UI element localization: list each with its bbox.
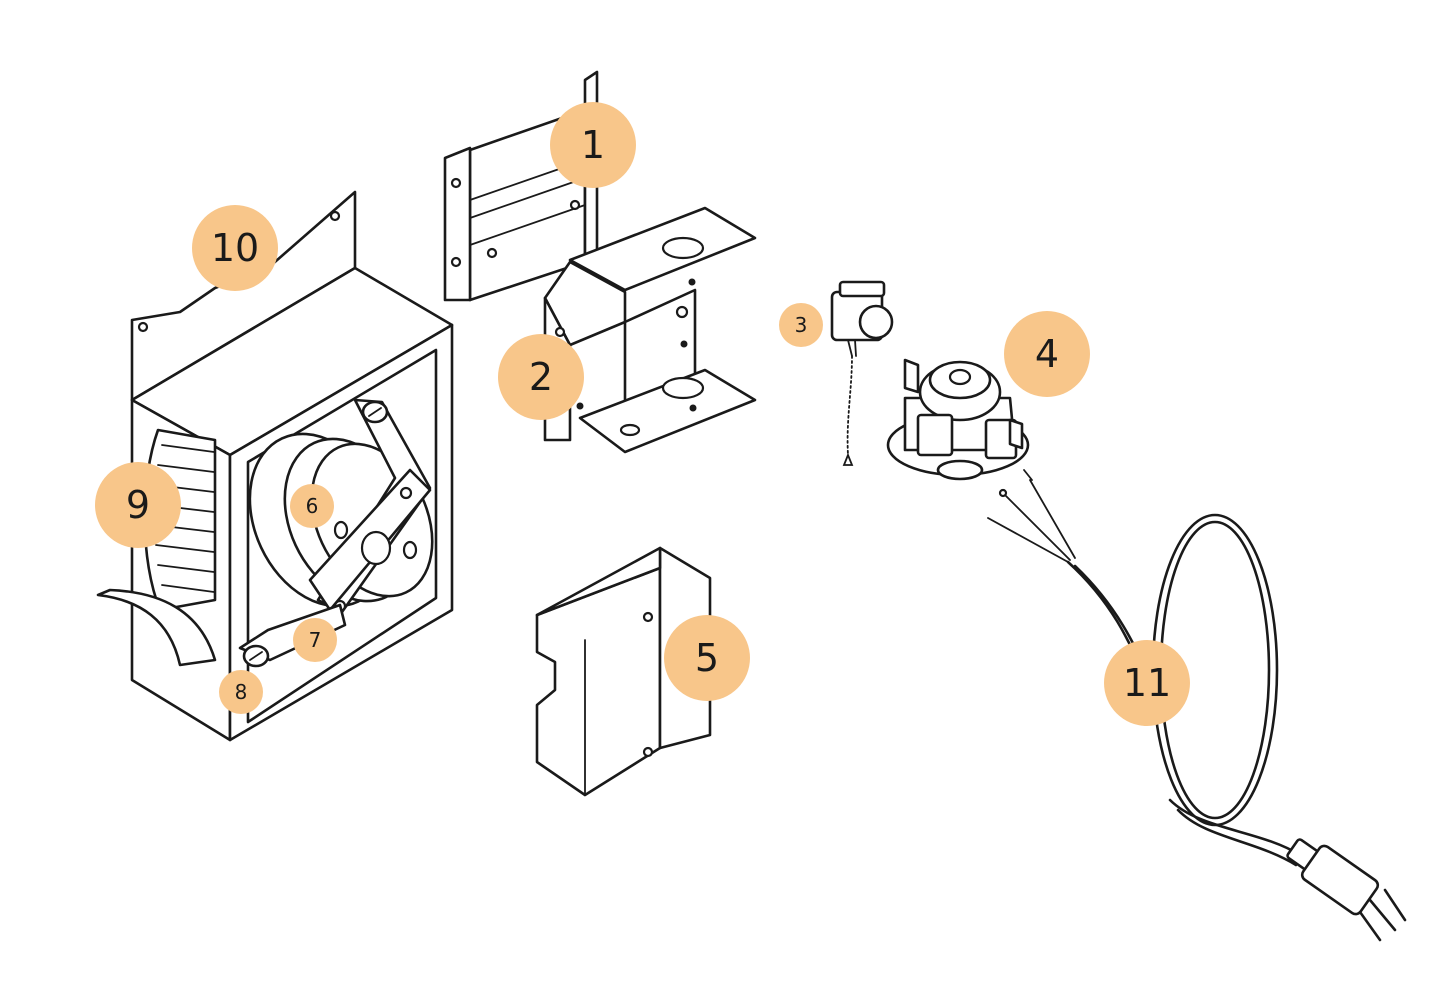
callout-2-label: 2 [529,355,553,399]
callout-1: 1 [550,102,636,188]
callout-3: 3 [779,303,823,347]
callout-5-label: 5 [695,636,719,680]
callout-7: 7 [293,618,337,662]
callout-8: 8 [219,670,263,714]
part-4-thermostat [886,358,1033,498]
callout-1-circle [550,102,636,188]
callout-7-circle [293,618,337,662]
callout-2-circle [498,334,584,420]
part-11-power-cord [987,479,1407,942]
callout-10: 10 [192,205,278,291]
callout-11-circle [1104,640,1190,726]
callout-4-circle [1004,311,1090,397]
callout-7-label: 7 [309,628,322,652]
callout-1-label: 1 [581,123,605,167]
callout-3-label: 3 [795,313,808,337]
callout-10-circle [192,205,278,291]
callout-2: 2 [498,334,584,420]
callout-11: 11 [1104,640,1190,726]
callout-8-label: 8 [235,680,248,704]
blower-housing-assembly [96,190,454,742]
callout-11-label: 11 [1123,661,1171,705]
part-3-pull-chain-switch [830,280,894,466]
callout-3-circle [779,303,823,347]
callout-8-circle [219,670,263,714]
callout-6-circle [290,484,334,528]
callout-4: 4 [1004,311,1090,397]
callout-9-circle [95,462,181,548]
callout-10-label: 10 [211,226,259,270]
callout-4-label: 4 [1035,332,1059,376]
part-8-screw [242,400,389,668]
callout-5-circle [664,615,750,701]
part-5-cover-plate [535,546,712,797]
callout-9-label: 9 [126,483,150,527]
callout-5: 5 [664,615,750,701]
callout-6: 6 [290,484,334,528]
callout-6-label: 6 [306,494,319,518]
callout-9: 9 [95,462,181,548]
